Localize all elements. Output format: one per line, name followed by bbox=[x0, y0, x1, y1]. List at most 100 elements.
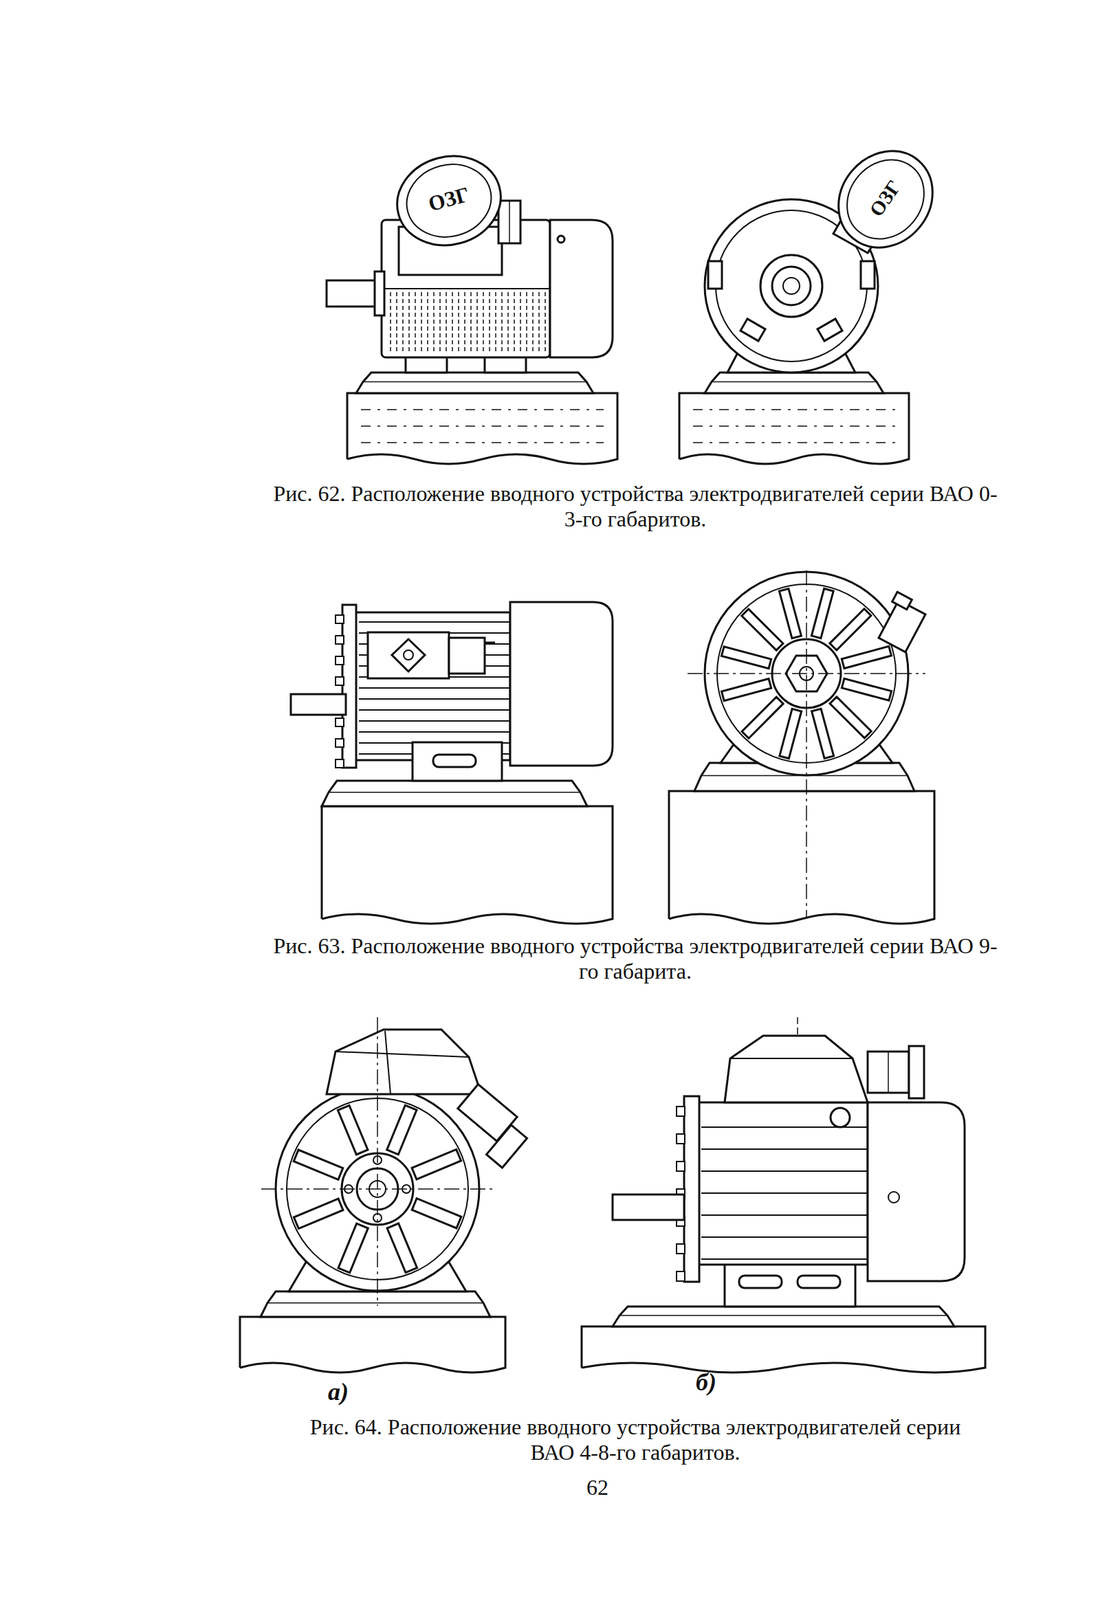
flange-bolt bbox=[335, 656, 344, 665]
fan-cowl bbox=[550, 220, 613, 358]
base-plate bbox=[704, 372, 884, 394]
motor-side-view bbox=[581, 1017, 986, 1374]
drawing-line bbox=[508, 200, 511, 244]
drawing-line bbox=[396, 292, 398, 353]
frame-rib bbox=[337, 1105, 368, 1156]
flange-bolt bbox=[335, 759, 344, 768]
foot-slot bbox=[739, 1276, 782, 1289]
drawing-line bbox=[363, 381, 587, 383]
base-plate bbox=[260, 1291, 491, 1318]
figure-caption: Рис. 62. Расположение вводного устройств… bbox=[267, 481, 1004, 533]
base-plate bbox=[321, 781, 588, 807]
terminal-box bbox=[326, 1029, 482, 1095]
drawing-line bbox=[501, 292, 503, 353]
flange-bolt bbox=[335, 718, 344, 727]
foot-slot bbox=[797, 1276, 841, 1289]
drawing-line bbox=[687, 673, 926, 675]
drawing-line bbox=[693, 409, 896, 411]
foundation-block bbox=[347, 393, 618, 465]
frame-lug bbox=[708, 261, 722, 289]
flange-bolt bbox=[676, 1161, 685, 1172]
drawing-line bbox=[519, 292, 522, 353]
frame-rib bbox=[721, 646, 771, 669]
foundation-block bbox=[668, 791, 935, 925]
drawing-line bbox=[711, 381, 877, 383]
frame-lug bbox=[740, 319, 766, 342]
frame-rib bbox=[778, 589, 801, 639]
drawing-line bbox=[464, 292, 466, 353]
motor-shaft bbox=[290, 694, 346, 716]
frame-rib bbox=[293, 1199, 344, 1230]
flange-bolt bbox=[335, 635, 344, 645]
drawing-line bbox=[796, 1017, 799, 1035]
drawing-line bbox=[358, 698, 511, 700]
cover-screw bbox=[403, 650, 414, 661]
drawing-line bbox=[360, 409, 604, 411]
subfigure-letter: б) bbox=[678, 1368, 734, 1398]
terminal-box-cover bbox=[391, 639, 425, 672]
flange-bolt bbox=[676, 1106, 685, 1117]
drawing-line bbox=[887, 1051, 889, 1094]
drawing-line bbox=[693, 442, 896, 444]
motor-foot bbox=[724, 1263, 856, 1308]
drawing-line bbox=[701, 1192, 868, 1195]
frame-rib bbox=[811, 708, 834, 759]
flange-bolt bbox=[335, 615, 344, 624]
drawing-line bbox=[507, 292, 509, 353]
frame-lug bbox=[817, 319, 843, 342]
flange-bolt bbox=[676, 1244, 685, 1255]
drawing-line bbox=[482, 292, 485, 353]
drawing-line bbox=[358, 731, 511, 733]
drawing-line bbox=[513, 292, 515, 353]
frame-rib bbox=[779, 708, 802, 759]
base-plate bbox=[612, 1307, 955, 1327]
drawing-line bbox=[451, 292, 454, 353]
motor-side-view bbox=[290, 602, 613, 925]
drawing-line bbox=[805, 570, 808, 918]
terminal-box-lid bbox=[818, 132, 952, 267]
frame-rib bbox=[293, 1150, 344, 1180]
subfigure-letter: а) bbox=[310, 1377, 366, 1407]
drawing-line bbox=[360, 425, 604, 427]
motor-frame bbox=[352, 612, 511, 761]
drawing-line bbox=[358, 709, 511, 711]
motor-side-view bbox=[326, 145, 618, 465]
motor-front-view bbox=[679, 132, 953, 465]
drawing-line bbox=[532, 292, 534, 353]
motor-frame bbox=[694, 1102, 868, 1266]
drawing-line bbox=[525, 292, 528, 353]
terminal-box-extension bbox=[448, 638, 485, 674]
terminal-box bbox=[367, 632, 449, 679]
base-plate bbox=[356, 372, 594, 394]
terminal-box-lid bbox=[387, 145, 511, 258]
drawing-line bbox=[358, 720, 511, 722]
flange-bolt bbox=[676, 1134, 685, 1145]
frame-rib bbox=[841, 646, 892, 669]
frame-rib bbox=[411, 1199, 462, 1229]
drawing-line bbox=[267, 1302, 484, 1305]
frame-rib bbox=[741, 609, 784, 651]
foundation-block bbox=[581, 1326, 986, 1374]
bearing-cap bbox=[760, 255, 823, 317]
cable-gland bbox=[867, 1051, 909, 1094]
foundation-block bbox=[239, 1317, 506, 1374]
frame-rib bbox=[411, 1149, 462, 1180]
drawing-line bbox=[358, 621, 511, 623]
frame-lug bbox=[860, 261, 875, 289]
drawing-line bbox=[389, 292, 392, 353]
drawing-line bbox=[445, 292, 447, 353]
page-number: 62 bbox=[563, 1475, 632, 1501]
frame-rib bbox=[829, 697, 872, 739]
cowl-bolt bbox=[557, 235, 565, 243]
gland-flange bbox=[908, 1046, 925, 1099]
terminal-box-lid-rim bbox=[831, 144, 940, 255]
frame-rib bbox=[338, 1223, 368, 1274]
drawing-line bbox=[261, 1188, 496, 1191]
gland-nut bbox=[486, 1125, 528, 1169]
drawing-line bbox=[426, 292, 429, 353]
frame-rib bbox=[387, 1223, 418, 1274]
drawing-line bbox=[381, 288, 551, 290]
flange-bolt bbox=[335, 677, 344, 686]
drawing-line bbox=[701, 1148, 868, 1151]
